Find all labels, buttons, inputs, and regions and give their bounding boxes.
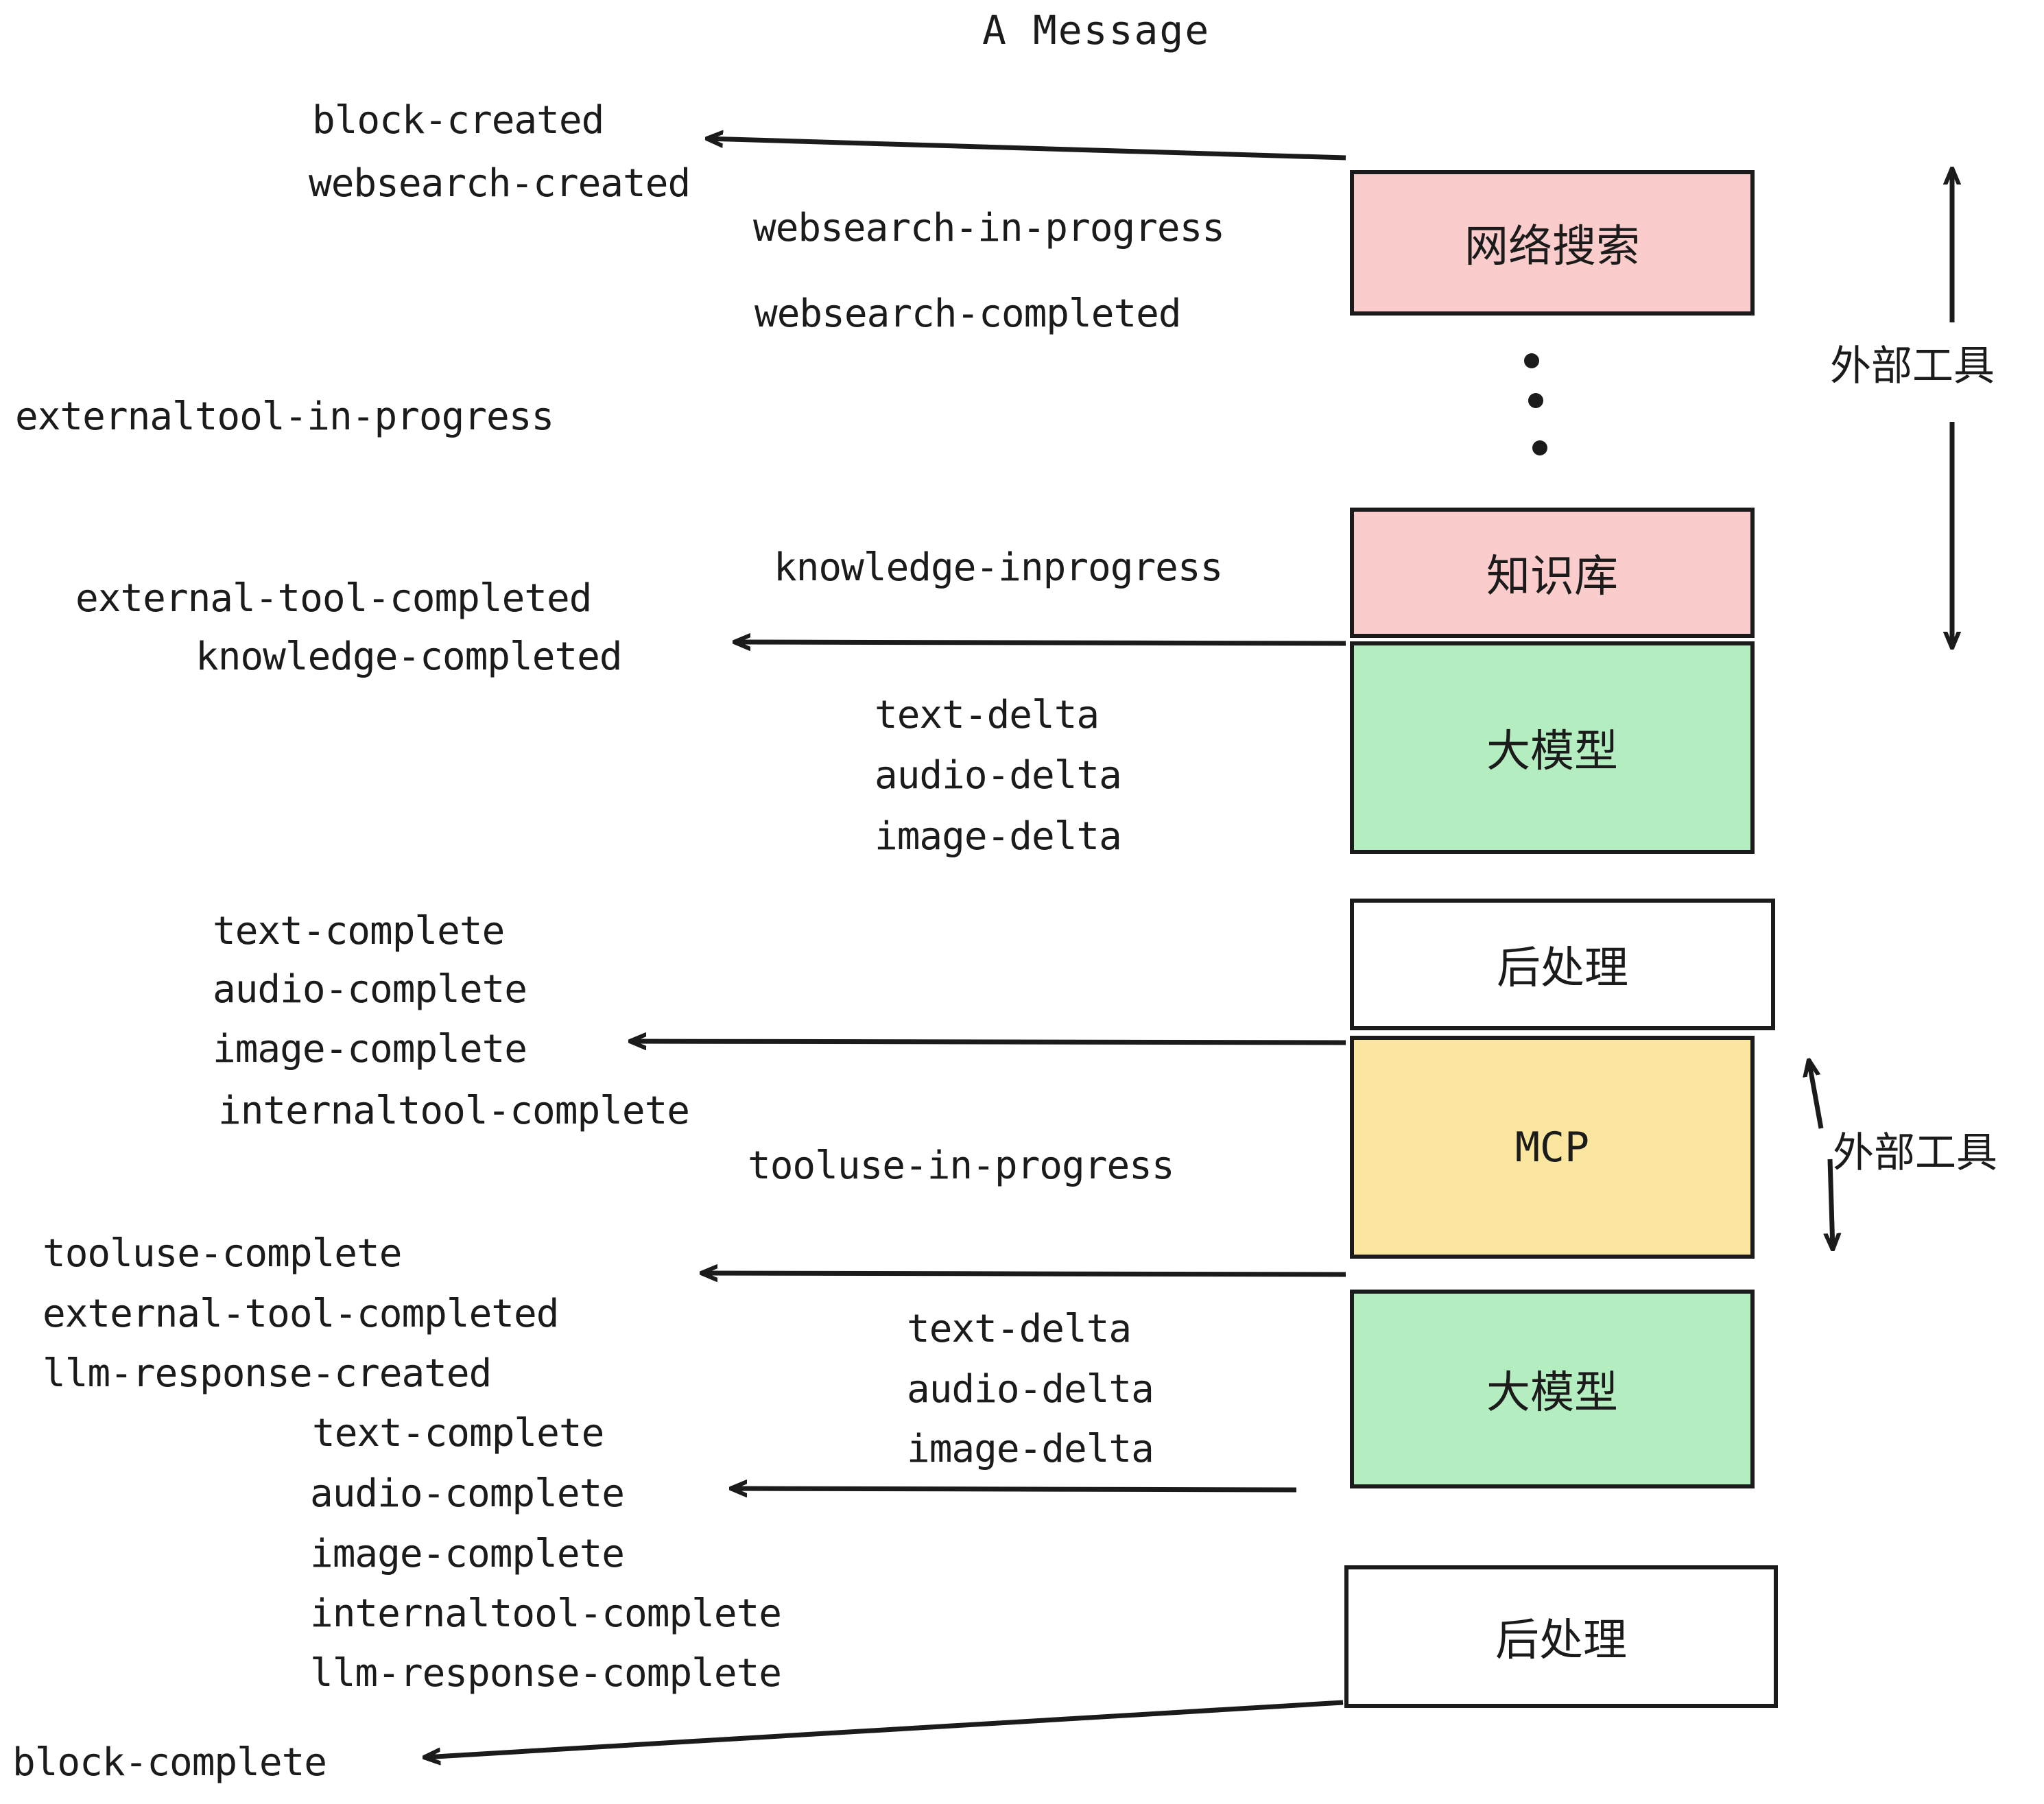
event-label: tooluse-complete (43, 1231, 402, 1276)
ellipsis-dot (1524, 353, 1539, 368)
event-label: text-complete (213, 909, 505, 953)
node-websearch[interactable]: 网络搜索 (1350, 170, 1755, 316)
node-llm-top[interactable]: 大模型 (1350, 641, 1755, 854)
node-mcp[interactable]: MCP (1350, 1036, 1755, 1259)
event-label: audio-complete (213, 967, 527, 1012)
arrow-websearch-to-blockcreated (706, 139, 1346, 161)
node-llm-bottom[interactable]: 大模型 (1350, 1290, 1755, 1488)
arrow-postprocess-to-blockcomplete (424, 1700, 1344, 1757)
ellipsis-dot (1532, 440, 1547, 455)
event-label: llm-response-complete (310, 1651, 782, 1696)
page-title: A Message (982, 7, 1211, 54)
event-label: image-complete (213, 1027, 527, 1071)
event-label: audio-delta (875, 753, 1122, 798)
arrow-knowledge-to-completed (734, 642, 1346, 643)
event-label: externaltool-in-progress (15, 394, 554, 439)
event-label: audio-complete (310, 1471, 625, 1516)
event-label: external-tool-completed (43, 1292, 559, 1336)
event-label: external-tool-completed (75, 576, 592, 621)
event-label: text-delta (907, 1307, 1132, 1351)
event-label: knowledge-completed (195, 634, 623, 679)
node-postprocess-top[interactable]: 后处理 (1350, 899, 1775, 1030)
ellipsis-dot (1528, 393, 1543, 408)
event-label: llm-response-created (43, 1351, 492, 1396)
event-label: knowledge-inprogress (774, 545, 1223, 590)
event-label: tooluse-in-progress (748, 1143, 1175, 1188)
event-label: image-delta (907, 1427, 1154, 1471)
event-label: text-complete (312, 1411, 604, 1456)
event-label: websearch-completed (754, 292, 1182, 336)
event-label: block-created (312, 98, 604, 143)
event-label: block-complete (12, 1740, 327, 1785)
event-label: audio-delta (907, 1367, 1154, 1412)
node-postprocess-bottom[interactable]: 后处理 (1344, 1565, 1778, 1708)
external-tools-label-top: 外部工具 (1830, 342, 1995, 390)
arrow-external-tools-bottom-up (1809, 1060, 1824, 1129)
event-label: websearch-created (309, 161, 691, 206)
arrow-postprocess-to-imagecomplete (630, 1041, 1346, 1043)
event-label: internaltool-complete (310, 1591, 782, 1636)
external-tools-label-bottom: 外部工具 (1833, 1129, 1997, 1177)
event-label: image-delta (875, 814, 1122, 859)
node-knowledge-base[interactable]: 知识库 (1350, 508, 1755, 638)
event-label: websearch-in-progress (753, 206, 1225, 250)
arrow-mcp-to-tooluse (701, 1273, 1346, 1274)
arrow-llm-to-audiocomplete (730, 1488, 1297, 1490)
event-label: internaltool-complete (218, 1089, 690, 1133)
event-label: text-delta (875, 693, 1100, 737)
event-label: image-complete (310, 1532, 625, 1576)
